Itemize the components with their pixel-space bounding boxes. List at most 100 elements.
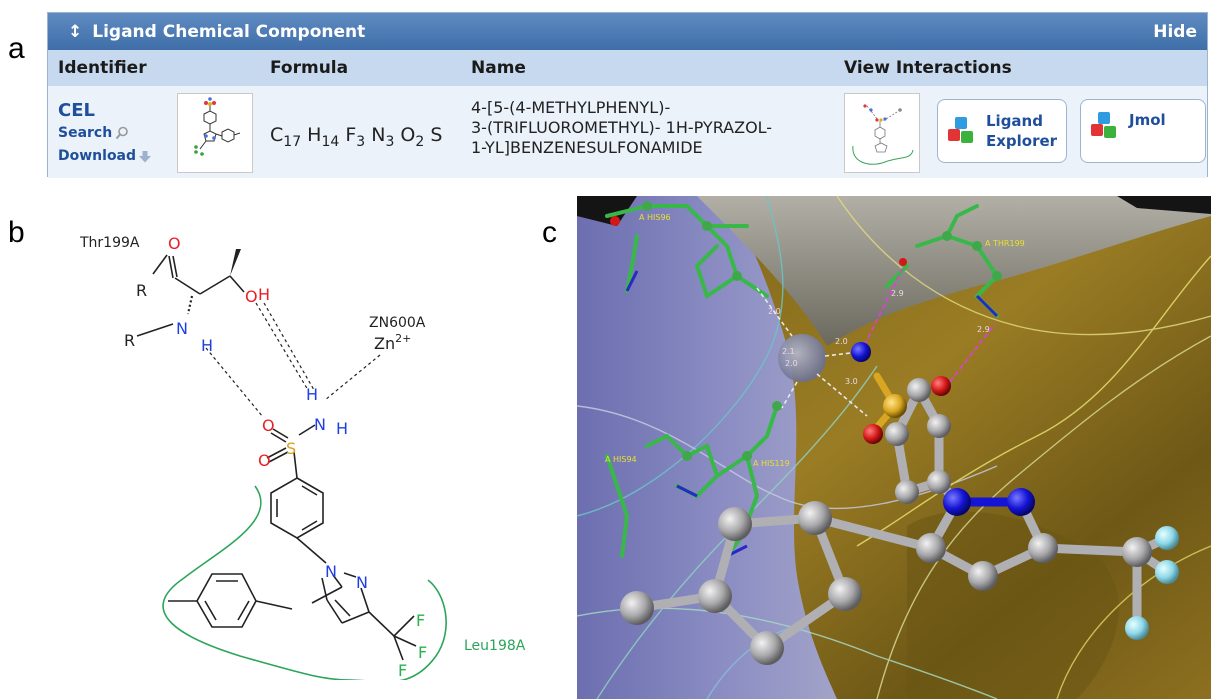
interaction-map-thumbnail[interactable] [844,93,920,173]
residue-oxygen [899,258,907,266]
sulfur-atom [883,394,907,418]
panel-label-c: c [542,216,557,249]
download-link[interactable]: Download [58,148,152,164]
label-sulfur: S [286,439,296,458]
label-leu198a: Leu198A [464,638,526,654]
label-oxygen: O [245,287,258,306]
download-link-label: Download [58,148,137,164]
zinc-ion [778,334,826,382]
label-nitrogen: N [325,562,337,581]
distance-label: 3.0 [845,377,858,386]
ligand-explorer-label-line: Ligand [986,112,1043,130]
nitrogen-atom [943,488,971,516]
formula-element: F [345,124,357,146]
label-fluorine: F [416,611,425,630]
tolyl-ring [168,573,257,628]
residue-oxygen [610,216,620,226]
formula-element: C [270,124,284,146]
residue-label-his119: A HIS119 [753,459,790,468]
label-nitrogen: N [176,319,188,338]
ligand-row: CEL Search Download [48,86,1207,178]
label-hydrogen: H [306,385,318,404]
down-arrow-icon [139,150,152,162]
interaction-map-drawing [852,104,914,165]
label-zinc: Zn2+ [374,332,411,353]
label-oxygen: O [258,451,271,470]
column-header-row: Identifier Formula Name View Interaction… [48,50,1207,86]
panel-label-b: b [8,216,25,249]
ligand-name-line: 3-(TRIFLUOROMETHYL)- 1H-PYRAZOL- [471,118,773,137]
ligand-atoms [620,342,1179,665]
ligand-explorer-label-line: Explorer [986,132,1058,150]
oxygen-atom [863,424,883,444]
interaction-diagram-2d: Thr199A O R R N H O H ZN600A Zn2+ H N H … [80,234,526,680]
residue-nitrogen-sticks [625,270,999,558]
distance-label: 2.1 [782,347,795,356]
formula-element: S [430,124,443,146]
ligand-structure-thumbnail[interactable] [177,93,253,173]
background-black [577,196,637,226]
label-hydrogen: H [258,285,270,304]
label-zn600a: ZN600A [369,315,426,331]
label-nitrogen: N [314,415,326,434]
ligand-name: 4-[5-(4-METHYLPHENYL)- 3-(TRIFLUOROMETHY… [471,98,851,158]
formula-count: 3 [356,133,366,150]
fluorine-atom [1125,616,1149,640]
pyrazole-ring [255,572,417,661]
distance-labels: 2.0 2.1 2.0 2.0 3.0 2.9 2.9 [768,289,990,386]
binding-pocket-3d-render: 2.0 2.1 2.0 2.0 3.0 2.9 2.9 A HIS96 A TH… [577,196,1211,699]
ligand-explorer-button[interactable]: Ligand Explorer [937,99,1067,163]
ligand-chemical-component-panel: ↕ Ligand Chemical Component Hide Identif… [47,12,1208,178]
colored-blocks-icon [1091,112,1117,140]
zinc-symbol: Zn [374,334,395,353]
formula-count: 3 [385,133,395,150]
oxygen-atom [931,376,951,396]
benzene-ring [270,477,327,564]
label-oxygen: O [262,416,275,435]
distance-label: 2.0 [785,359,798,368]
distance-label: 2.0 [768,307,781,316]
distance-label: 2.9 [891,289,904,298]
magnifier-icon [115,126,129,140]
label-fluorine: F [398,661,407,680]
residue-label-his94: A HIS94 [605,455,637,464]
distance-label: 2.9 [977,325,990,334]
carbon-atom [750,631,784,665]
ligand-explorer-label: Ligand Explorer [986,111,1057,151]
formula-element: O [400,124,416,146]
label-thr199: Thr199A [80,235,140,251]
column-header-formula: Formula [270,58,349,78]
formula-count: 14 [321,133,340,150]
colored-blocks-icon [948,117,974,145]
jmol-button[interactable]: Jmol [1080,99,1206,163]
column-header-identifier: Identifier [58,58,147,78]
search-link-label: Search [58,125,113,141]
ligand-identifier-link[interactable]: CEL [58,100,95,121]
search-link[interactable]: Search [58,125,129,141]
formula-text: C17 H14 F3 N3 O2 S [270,124,442,150]
formula-count: 17 [283,133,302,150]
carbon-atom [1028,533,1058,563]
expand-collapse-icon[interactable]: ↕ [68,21,83,42]
surface-contour-lines [577,196,1211,699]
carbon-atom [927,470,951,494]
carbon-atom [1122,537,1152,567]
panel-header: ↕ Ligand Chemical Component Hide [48,13,1207,50]
carbon-atom [968,561,998,591]
formula-count: 2 [415,133,425,150]
hide-link[interactable]: Hide [1153,21,1197,42]
zinc-charge: 2+ [395,332,411,345]
label-oxygen: O [168,234,181,253]
benzene-link [311,586,343,604]
carbon-atom [698,579,732,613]
surface-shadow [907,511,1119,699]
carbon-atom [828,577,862,611]
panel-label-a: a [8,32,25,65]
carbon-atom [907,378,931,402]
residue-labels: A HIS96 A THR199 A HIS94 A HIS119 [605,213,1025,468]
fluorine-atom [1155,526,1179,550]
carbon-atom [885,422,909,446]
ligand-thumbnail-drawing [194,97,241,156]
carbon-atom [895,480,919,504]
carbon-atom [718,507,752,541]
